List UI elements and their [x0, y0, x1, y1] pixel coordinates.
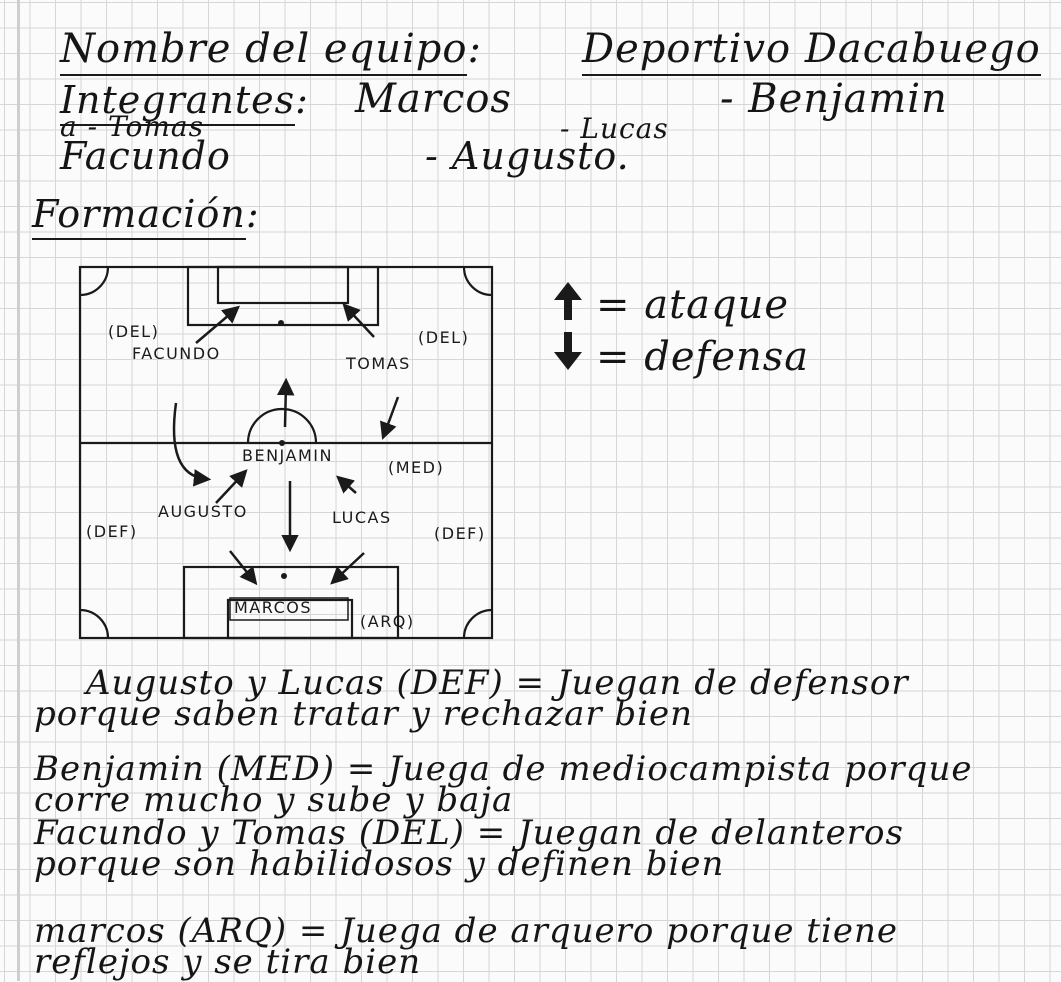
member-facundo: Facundo	[60, 134, 231, 178]
label-lucas: LUCAS	[332, 508, 392, 527]
center-circle	[246, 407, 318, 444]
arrow-lucas-attack	[336, 475, 357, 494]
members-label: Integrantes:	[60, 78, 309, 126]
attack-arrow-icon	[554, 282, 582, 320]
formation-label: Formación:	[32, 192, 260, 240]
corner-arc-top-right	[462, 266, 493, 297]
corner-arc-bottom-right	[462, 608, 493, 639]
top-penalty-spot	[278, 320, 284, 326]
arrow-tomas-attack	[342, 303, 375, 338]
arrow-benjamin-attack	[276, 377, 295, 428]
label-tomas: TOMAS	[345, 354, 411, 373]
label-marcos: MARCOS	[234, 598, 312, 617]
member-benjamin: - Benjamin	[720, 76, 948, 122]
statement-forwards: Facundo y Tomas (DEL) = Juegan de delant…	[34, 813, 904, 884]
corner-arc-bottom-left	[79, 608, 110, 639]
team-label: Nombre del equipo:	[60, 26, 482, 76]
label-facundo: FACUNDO	[132, 344, 221, 363]
defense-arrow-icon	[554, 332, 582, 370]
statement-midfielder: Benjamin (MED) = Juega de mediocampista …	[34, 749, 973, 820]
notebook-margin-line	[17, 0, 20, 981]
label-del-left: (DEL)	[108, 322, 159, 341]
label-benjamin: BENJAMIN	[242, 446, 333, 465]
bottom-goal-area	[226, 598, 354, 640]
member-tomas: a - Tomas	[60, 110, 204, 143]
label-del-right: (DEL)	[418, 328, 469, 347]
center-spot	[279, 440, 285, 446]
label-arq: (ARQ)	[360, 612, 415, 631]
arrow-tomas-defense	[380, 396, 400, 440]
legend-defense: = defensa	[596, 334, 810, 380]
label-def-left: (DEF)	[86, 522, 138, 541]
bottom-penalty-spot	[281, 573, 287, 579]
corner-arc-top-left	[79, 266, 110, 297]
arrow-facundo-attack	[195, 305, 241, 344]
arrow-augusto-attack	[215, 469, 248, 504]
top-goal-area	[216, 265, 350, 305]
member-augusto: - Augusto.	[425, 134, 630, 178]
label-def-right: (DEF)	[434, 524, 486, 543]
team-name: Deportivo Dacabuego	[582, 26, 1041, 76]
arrow-facundo-defense	[172, 402, 212, 487]
label-augusto: AUGUSTO	[158, 502, 248, 521]
marcos-name-box	[229, 597, 349, 621]
member-lucas: - Lucas	[560, 112, 669, 145]
label-med: (MED)	[388, 458, 444, 477]
arrow-augusto-defense	[229, 550, 258, 586]
arrow-lucas-defense	[330, 552, 365, 585]
football-field-diagram: (DEL) FACUNDO (DEL) TOMAS BENJAMIN (MED)…	[78, 265, 494, 640]
statement-goalkeeper: marcos (ARQ) = Juega de arquero porque t…	[34, 911, 898, 982]
statement-defenders: Augusto y Lucas (DEF) = Juegan de defens…	[34, 663, 909, 734]
legend-attack: = ataque	[596, 282, 790, 328]
member-marcos: Marcos	[355, 76, 512, 122]
top-penalty-area	[186, 265, 380, 327]
legend-arrows	[554, 282, 582, 370]
